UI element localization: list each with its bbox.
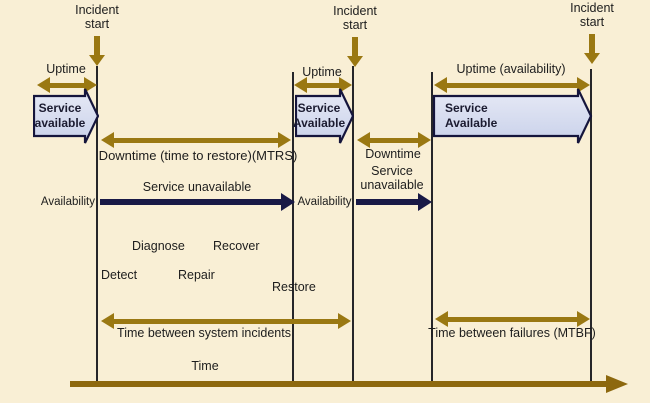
arrow-head	[281, 193, 295, 211]
arrowhead-right	[339, 77, 352, 93]
arrow-head	[89, 55, 105, 66]
uptime-label-1: Uptime	[46, 62, 86, 76]
time-axis-arrowhead	[606, 375, 628, 393]
recover-label: Recover	[213, 239, 260, 253]
arrow-head	[347, 56, 363, 67]
arrow-shaft	[114, 318, 338, 324]
arrowhead-right	[278, 132, 291, 148]
arrow-shaft	[94, 36, 100, 55]
detect-label: Detect	[101, 268, 138, 282]
incident-line-1	[96, 66, 98, 385]
availability-label-1: Availability	[40, 196, 95, 208]
incident-start-label: Incident start	[75, 3, 119, 31]
downtime-arrow-1	[101, 132, 291, 148]
arrowhead-left	[37, 77, 50, 93]
arrow-shaft	[50, 82, 84, 88]
incident-marker-2: Incident start	[310, 4, 400, 67]
incident-start-down-arrow-icon	[584, 34, 600, 64]
arrowhead-right	[418, 132, 431, 148]
time-between-failures-arrow	[435, 311, 590, 327]
arrow-shaft	[589, 34, 595, 53]
service-available-block-arrow-3	[433, 88, 593, 144]
service-unavailable-label-1: Service unavailable	[142, 180, 252, 194]
incident-marker-1: Incident start	[52, 3, 142, 66]
downtime-mtrs-label: Downtime (time to restore)(MTRS)	[98, 148, 298, 163]
arrowhead-left	[101, 313, 114, 329]
arrow-head	[584, 53, 600, 64]
availability-label-2: Availability	[297, 196, 352, 208]
arrow-shaft	[448, 316, 577, 322]
restore-label: Restore	[272, 280, 316, 294]
service-available-text-2: Service Available	[292, 101, 346, 130]
uptime-arrow-2	[294, 77, 352, 93]
arrowhead-right	[84, 77, 97, 93]
arrowhead-left	[434, 77, 447, 93]
downtime-label-2: Downtime	[365, 147, 421, 161]
arrowhead-left	[101, 132, 114, 148]
arrow-shaft	[307, 82, 339, 88]
incident-marker-3: Incident start	[547, 1, 637, 64]
diagnose-label: Diagnose	[132, 239, 185, 253]
uptime-label-2: Uptime	[302, 65, 342, 79]
service-available-block-arrow-2	[295, 88, 354, 144]
uptime-arrow-3	[434, 77, 590, 93]
arrow-shaft	[447, 82, 577, 88]
downtime-arrow-2	[357, 132, 431, 148]
arrow-shaft	[370, 137, 418, 143]
incident-start-label: Incident start	[570, 1, 614, 29]
incident-start-down-arrow-icon	[89, 36, 105, 66]
incident-start-down-arrow-icon	[347, 37, 363, 67]
arrowhead-right	[577, 77, 590, 93]
section-line-3	[431, 72, 433, 385]
time-between-system-incidents-arrow	[101, 313, 351, 329]
incident-line-2	[352, 66, 354, 385]
arrow-shaft	[356, 199, 418, 205]
time-between-system-incidents-label: Time between system incidents	[117, 326, 291, 340]
time-axis-line	[70, 381, 606, 387]
section-line-2	[292, 72, 294, 385]
repair-label: Repair	[178, 268, 215, 282]
arrowhead-left	[294, 77, 307, 93]
time-axis-label: Time	[191, 359, 219, 373]
arrow-shaft	[352, 37, 358, 56]
arrow-shaft	[100, 199, 281, 205]
time-between-failures-label: Time between failures (MTBF)	[428, 326, 596, 340]
uptime-arrow-1	[37, 77, 97, 93]
service-unavailable-arrow-1	[100, 193, 295, 211]
incident-start-label: Incident start	[333, 4, 377, 32]
service-available-block-arrow-1	[33, 88, 99, 144]
service-unavailable-label-2: Service unavailable	[360, 164, 424, 192]
uptime-availability-label: Uptime (availability)	[456, 62, 566, 76]
arrow-shaft	[114, 137, 278, 143]
arrow-head	[418, 193, 432, 211]
service-unavailable-arrow-2	[356, 193, 432, 211]
service-available-text-3: Service Available	[445, 101, 498, 130]
arrowhead-right	[577, 311, 590, 327]
arrowhead-left	[435, 311, 448, 327]
incident-line-3	[590, 69, 592, 385]
arrowhead-right	[338, 313, 351, 329]
service-available-text-1: Service available	[34, 101, 86, 130]
arrowhead-left	[357, 132, 370, 148]
